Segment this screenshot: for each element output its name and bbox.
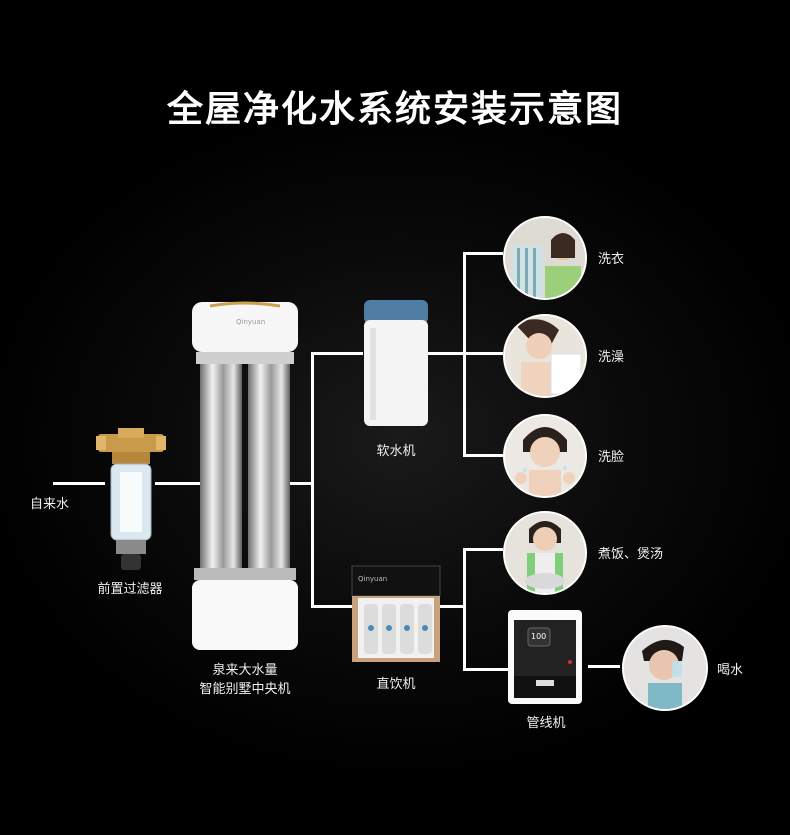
central-brand: Qinyuan: [236, 318, 266, 326]
connector-drinker-out: [440, 605, 466, 608]
page-title: 全屋净化水系统安装示意图: [166, 89, 623, 130]
connector-face: [463, 454, 503, 457]
connector-pipeline: [463, 668, 508, 671]
bath-photo-icon: [503, 314, 587, 398]
use-laundry-label: 洗衣: [598, 252, 625, 267]
connector-bath: [463, 352, 503, 355]
pipeline-machine-label: 管线机: [526, 716, 566, 731]
connector-softener-out: [428, 352, 466, 355]
connector-to-drinker: [311, 605, 353, 608]
connector-trunk: [311, 352, 314, 607]
use-drinking-label: 喝水: [717, 663, 744, 678]
source-label: 自来水: [30, 497, 70, 512]
use-face-wash-label: 洗脸: [598, 450, 625, 465]
connector-source: [53, 482, 105, 485]
connector-to-softener: [311, 352, 363, 355]
direct-drinker-brand: Qinyuan: [358, 575, 388, 583]
direct-drinker-label: 直饮机: [376, 677, 416, 692]
cooking-photo-icon: [503, 511, 587, 595]
softener-label: 软水机: [376, 444, 416, 459]
pipeline-display: 100: [531, 632, 547, 641]
connector-cooking: [463, 548, 503, 551]
prefilter-icon: [96, 428, 166, 570]
use-cooking-label: 煮饭、煲汤: [598, 547, 664, 562]
use-bath-label: 洗澡: [598, 350, 625, 365]
laundry-photo-icon: [503, 216, 587, 300]
connector-laundry: [463, 252, 503, 255]
softener-icon: [364, 300, 428, 426]
prefilter-label: 前置过滤器: [97, 582, 163, 597]
pipeline-machine-icon: [508, 610, 582, 704]
central-label-line1: 泉来大水量: [212, 663, 278, 678]
drinking-photo-icon: [622, 625, 708, 711]
connector-prefilter-central: [155, 482, 200, 485]
connector-drinking: [588, 665, 620, 668]
central-label-line2: 智能别墅中央机: [199, 682, 291, 697]
connector-bottom-branch: [463, 548, 466, 670]
direct-drinker-icon: [351, 565, 441, 662]
central-machine-icon: [192, 301, 298, 650]
face-wash-photo-icon: [503, 414, 587, 498]
connector-central-out: [290, 482, 312, 485]
